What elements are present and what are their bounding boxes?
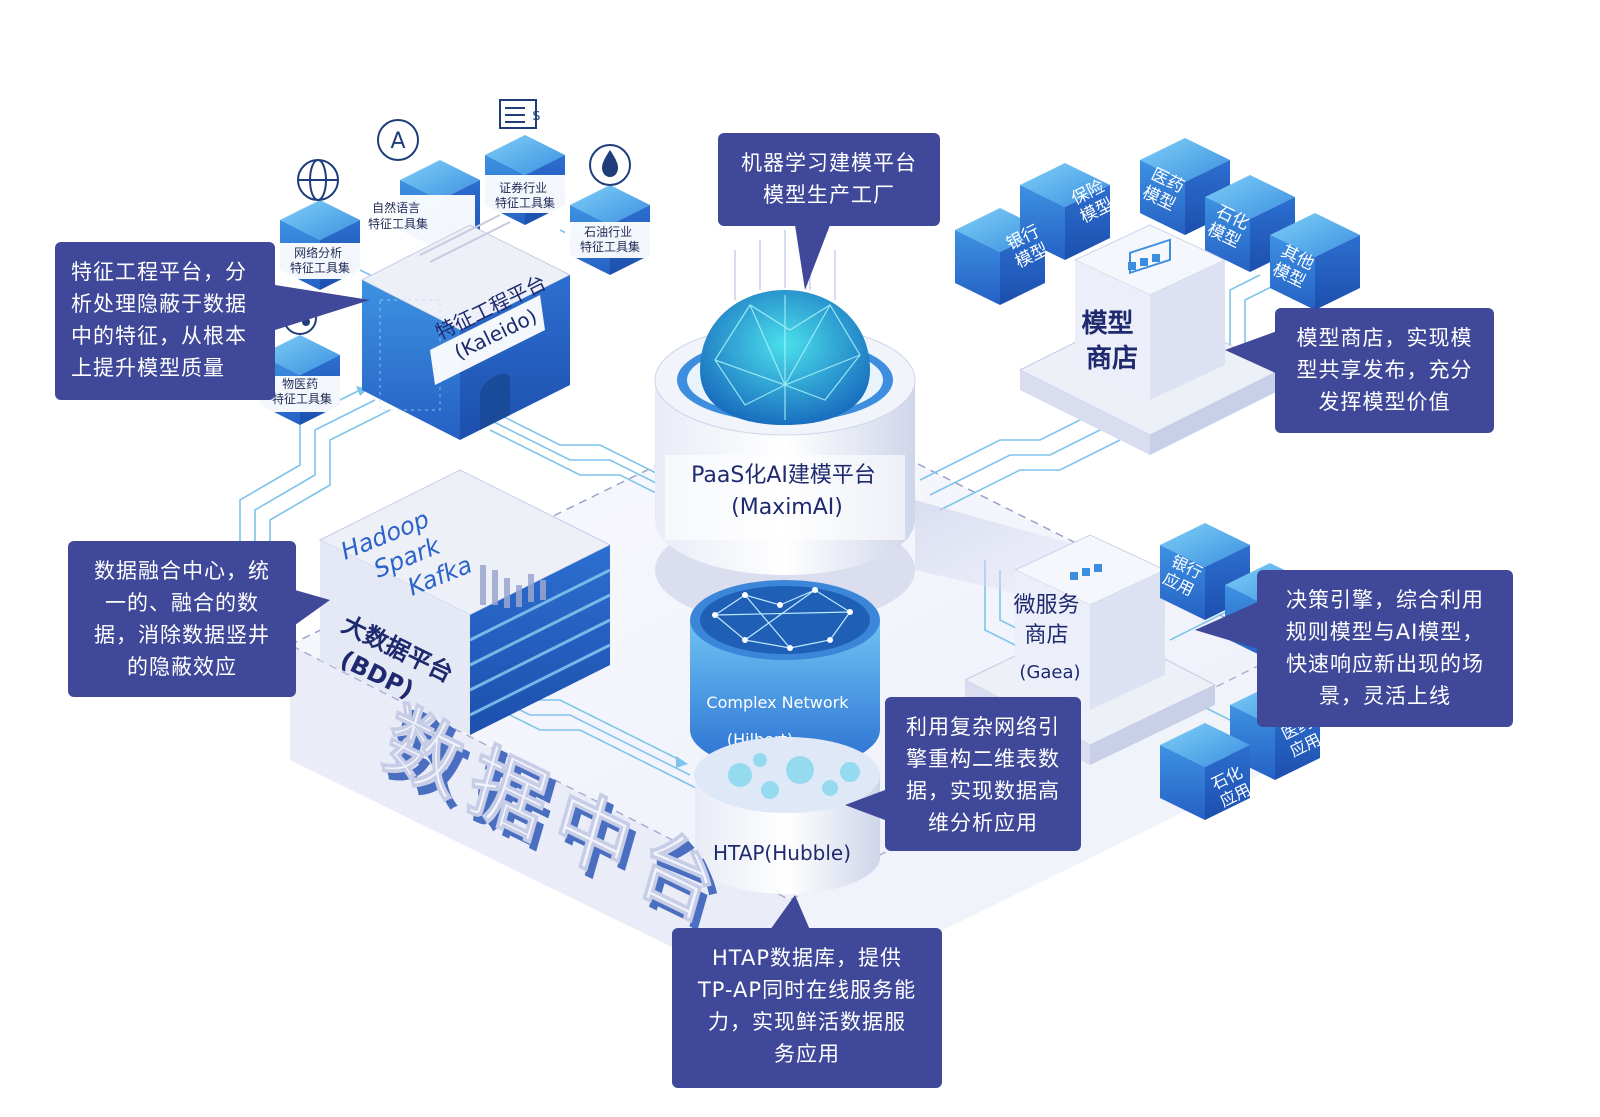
toolset-stack-network <box>280 200 360 290</box>
htap-label: HTAP(Hubble) <box>713 841 851 865</box>
callout-pointers <box>275 225 1280 930</box>
toolset-stack-securities <box>480 135 570 225</box>
callout-maxim: 机器学习建模平台 模型生产工厂 <box>718 133 940 226</box>
callout-decision-engine: 决策引擎，综合利用 规则模型与AI模型， 快速响应新出现的场 景，灵活上线 <box>1257 570 1513 727</box>
kaleido-server <box>360 214 572 440</box>
maximai-cylinder <box>654 230 916 625</box>
callout-bdp: 数据融合中心，统 一的、融合的数 据，消除数据竖井 的隐蔽效应 <box>68 541 296 697</box>
hilbert-cylinder <box>690 580 880 770</box>
callout-hilbert: 利用复杂网络引 擎重构二维表数 据，实现数据高 维分析应用 <box>885 697 1081 851</box>
toolset-label-securities: 证券行业 特征工具集 <box>495 180 555 210</box>
oil-drop-icon <box>589 144 631 186</box>
app-label-bank: 银行应用 <box>1160 552 1205 600</box>
htap-cylinder <box>694 737 880 895</box>
callout-kaleido: 特征工程平台，分 析处理隐蔽于数据 中的特征，从根本 上提升模型质量 <box>55 242 275 400</box>
toolset-label-oil: 石油行业 特征工具集 <box>580 225 640 254</box>
model-store-platform <box>1018 224 1282 455</box>
svg-text:$: $ <box>532 108 541 124</box>
invoice-icon: $ <box>499 99 541 129</box>
model-store-label: 模型 商店 <box>1081 309 1142 374</box>
toolset-label-network: 网络分析 特征工具集 <box>290 245 350 275</box>
bdp-stack <box>318 469 612 735</box>
callout-htap: HTAP数据库，提供 TP-AP同时在线服务能 力，实现鲜活数据服 务应用 <box>672 928 942 1088</box>
toolset-label-medicine: 物医药 特征工具集 <box>272 377 332 406</box>
gaea-label: 微服务 商店 (Gaea) <box>1013 593 1086 683</box>
toolset-stack-oil <box>565 185 655 275</box>
maximai-platform-label: PaaS化AI建模平台 (MaximAI) <box>691 463 883 520</box>
svg-text:A: A <box>390 129 405 154</box>
model-cubes <box>955 138 1360 310</box>
callout-model-store: 模型商店，实现模 型共享发布，充分 发挥模型价值 <box>1275 308 1494 433</box>
toolset-label-nlp: 自然语言 特征工具集 <box>368 200 428 231</box>
model-label-other: 其他模型 <box>1269 242 1317 293</box>
globe-icon <box>297 159 339 201</box>
letter-a-icon: A <box>377 119 419 161</box>
